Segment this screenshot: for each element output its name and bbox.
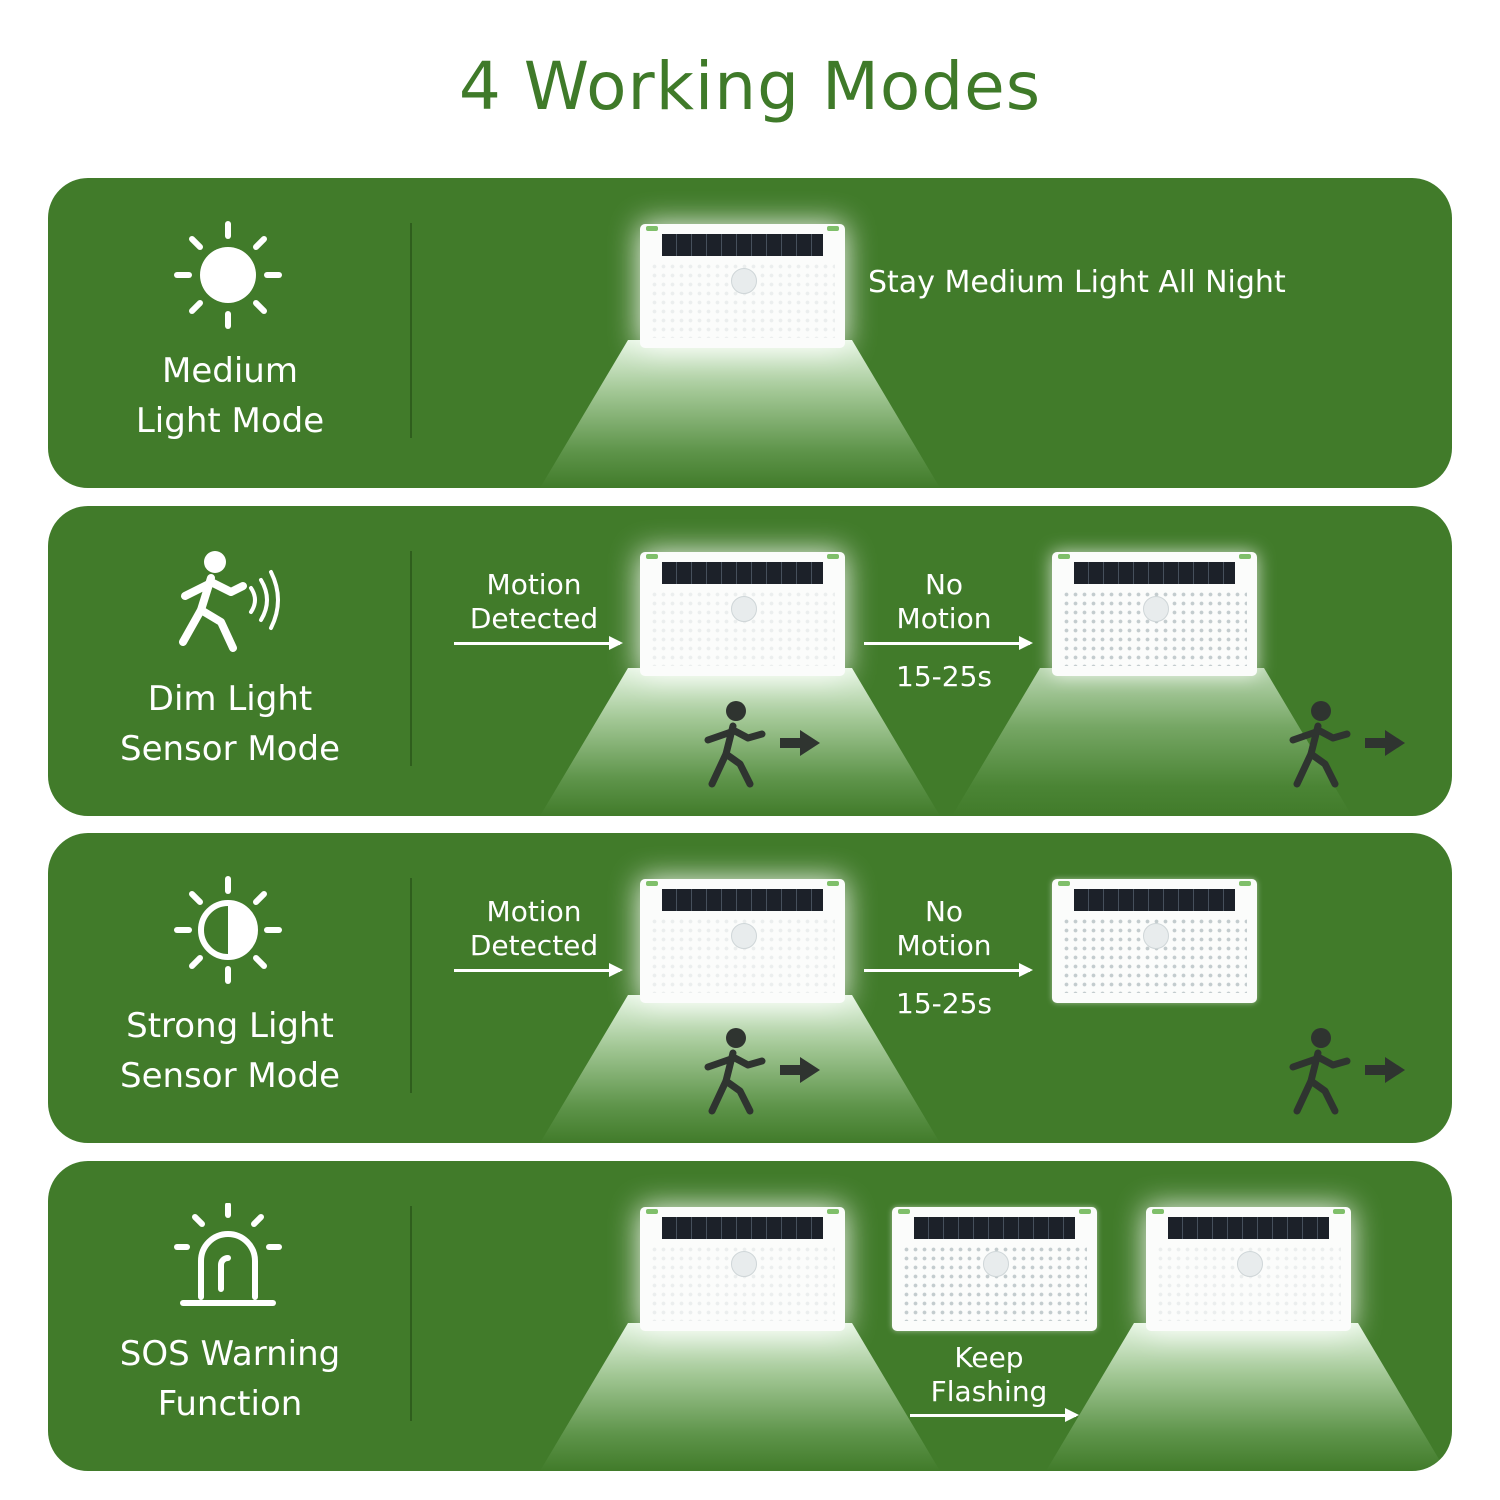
walking-person-icon [704,1028,766,1115]
arrow-right [864,963,1033,977]
direction-arrow-icon [1365,730,1405,756]
page-title: 4 Working Modes [458,48,1042,125]
walking-person-icon [1289,701,1351,788]
light-beam [540,340,940,488]
solar-lamp-off [892,1207,1097,1331]
siren-icon [174,1203,282,1306]
walking-person-icon [1289,1028,1351,1115]
mode-label: Strong Light Sensor Mode [120,1006,340,1096]
divider [410,878,412,1093]
mode-description: Stay Medium Light All Night [868,265,1286,300]
arrow-right [454,636,623,650]
delay-label: 15-25s [896,660,992,693]
solar-lamp [640,224,845,348]
solar-lamp-bright [640,879,845,1003]
walking-person-icon [704,701,766,788]
arrow-right [454,963,623,977]
direction-arrow-icon [780,730,820,756]
solar-lamp-dim [1052,552,1257,676]
mode-label: Dim Light Sensor Mode [120,679,340,769]
light-beam [540,1323,940,1471]
direction-arrow-icon [780,1057,820,1083]
solar-lamp-on [640,1207,845,1331]
solar-lamp-off [1052,879,1257,1003]
arrow-right [910,1408,1079,1422]
delay-label: 15-25s [896,987,992,1020]
divider [410,1206,412,1421]
solar-lamp-on [1146,1207,1351,1331]
divider [410,223,412,438]
divider [410,551,412,766]
sun-icon [174,221,282,329]
light-beam [1046,1323,1446,1471]
half-sun-icon [174,876,282,984]
motion-person-icon [179,551,280,652]
mode-label: Medium Light Mode [135,351,325,441]
mode-label: SOS Warning Function [119,1334,341,1424]
mode-panel-medium-light: Medium Light Mode Stay Medium Light All … [48,178,1452,488]
direction-arrow-icon [1365,1057,1405,1083]
solar-lamp-bright [640,552,845,676]
arrow-right [864,636,1033,650]
